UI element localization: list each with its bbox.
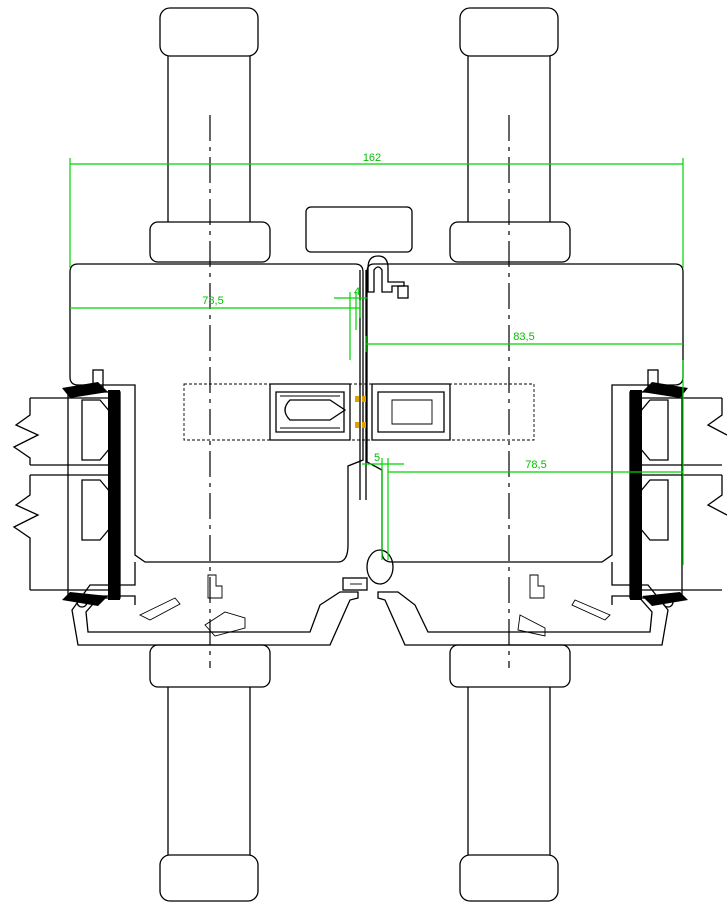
dim-overall-width: 162: [363, 152, 381, 164]
hardware-pin-2: [362, 396, 366, 402]
right-glass-pane-outer: [630, 397, 722, 591]
interlock-hook: [367, 255, 405, 293]
left-top-tube: [167, 56, 251, 222]
hardware-pin-4: [362, 422, 366, 428]
dim-right-frame-width: 78,5: [525, 459, 546, 471]
left-glass-break-lower: [12, 475, 40, 590]
dim-left-gap: 4: [354, 286, 360, 298]
left-glazing: [12, 369, 121, 608]
right-top-collar: [449, 221, 571, 263]
right-seal-strip: [630, 390, 642, 600]
left-bottom-tube: [167, 687, 251, 855]
left-bottom-lip-a: [138, 597, 181, 621]
hardware-zone: [183, 383, 535, 441]
right-main-body: [366, 263, 684, 563]
right-bottom-extrusion: [377, 562, 669, 646]
left-top-tube-cap: [159, 7, 259, 57]
right-bottom-collar: [449, 644, 571, 688]
right-clip: [529, 574, 545, 599]
right-top-tube-cap: [459, 7, 559, 57]
hardware-pin-1: [355, 396, 359, 402]
right-glazing: [629, 369, 727, 608]
right-bottom-lip-a: [571, 599, 611, 621]
right-spacer-upper: [639, 399, 669, 461]
left-seal-strip: [108, 390, 120, 600]
bottom-bulb-seal: [366, 549, 394, 585]
left-hardware-housing: [269, 383, 351, 441]
hardware-hidden-outline: [183, 383, 535, 441]
left-hardware-bolt: [284, 399, 347, 421]
dim-left-frame-width: 78,5: [202, 295, 223, 307]
interlock-latch: [397, 285, 409, 299]
right-hardware-housing: [371, 383, 451, 441]
left-glass-break-upper: [12, 398, 40, 465]
left-profile: [69, 7, 364, 902]
left-bottom-tube-cap: [159, 854, 259, 902]
right-top-clip: [647, 369, 659, 389]
left-spacer-lower: [81, 479, 111, 541]
meeting-stile: [305, 206, 413, 591]
left-main-body: [69, 263, 364, 563]
right-hardware-rails: [391, 399, 433, 425]
left-bottom-gasket: [62, 592, 108, 606]
dimensions: 162 78,5 4 83,5 5 78,5: [69, 152, 684, 565]
left-glass-pane-outer: [30, 397, 120, 591]
left-top-gasket: [62, 382, 108, 398]
left-top-clip: [92, 369, 104, 389]
right-glass-break-lower: [706, 475, 727, 516]
dim-right-sash-width: 83,5: [513, 331, 534, 343]
right-bottom-lip-b: [517, 614, 546, 637]
left-bottom-screw: [76, 596, 88, 608]
right-profile: [366, 7, 684, 902]
top-cover-block: [305, 206, 413, 253]
left-bottom-lip-b: [204, 611, 246, 637]
hardware-pin-3: [355, 422, 359, 428]
dim-bottom-gap: 5: [374, 452, 380, 464]
right-bottom-screw: [662, 596, 674, 608]
left-clip: [207, 574, 223, 599]
left-spacer-upper: [81, 399, 111, 461]
right-spacer-lower: [639, 479, 669, 541]
left-hardware-rails: [280, 395, 340, 429]
right-glass-break-upper: [706, 398, 727, 436]
right-bottom-tube: [467, 687, 551, 855]
right-bottom-tube-cap: [459, 854, 559, 902]
bottom-latch: [342, 577, 368, 591]
right-top-gasket: [642, 382, 688, 398]
right-top-tube: [467, 56, 551, 222]
right-bottom-gasket: [642, 592, 688, 606]
